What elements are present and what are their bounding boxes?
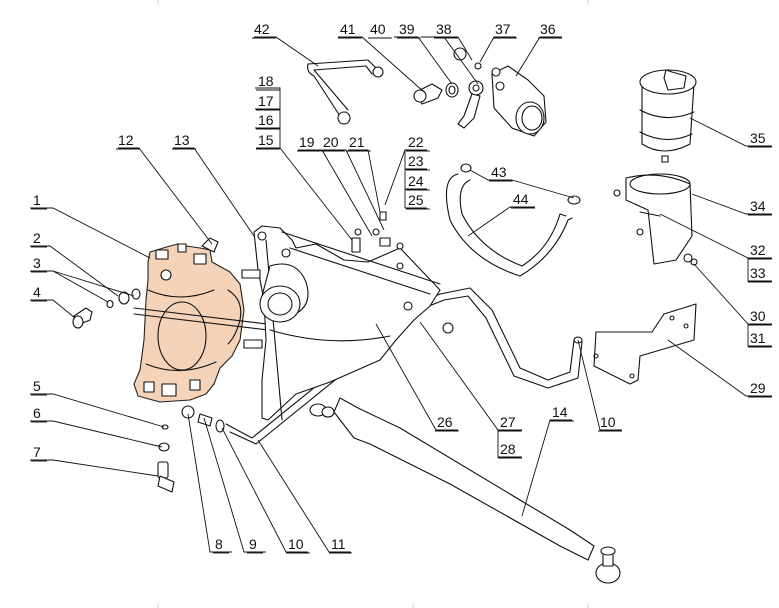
callout-31[interactable]: 31	[750, 330, 766, 346]
callout-40[interactable]: 40	[370, 21, 386, 37]
part-banjo[interactable]	[457, 80, 484, 129]
callout-8[interactable]: 8	[215, 536, 223, 552]
callout-37[interactable]: 37	[495, 21, 511, 37]
callout-5[interactable]: 5	[33, 378, 41, 394]
callout-39[interactable]: 39	[399, 21, 415, 37]
callout-35[interactable]: 35	[750, 130, 766, 146]
part-banjo-bolt[interactable]	[413, 83, 443, 105]
part-banjo-fitting[interactable]	[201, 237, 219, 253]
callout-34[interactable]: 34	[750, 198, 766, 214]
part-reservoir-clamp[interactable]	[613, 173, 693, 265]
part-steering-gear[interactable]	[133, 243, 245, 403]
part-tie-rod[interactable]	[333, 397, 621, 584]
callout-32[interactable]: 32	[750, 242, 766, 258]
gear-foot	[143, 381, 155, 393]
callout-25[interactable]: 25	[408, 192, 424, 208]
callout-11[interactable]: 11	[331, 536, 346, 552]
callout-44[interactable]: 44	[513, 191, 529, 207]
callout-24[interactable]: 24	[408, 173, 424, 189]
callout-20[interactable]: 20	[323, 134, 339, 150]
callout-43[interactable]: 43	[491, 164, 507, 180]
callout-10-right[interactable]: 10	[600, 414, 616, 430]
callout-12[interactable]: 12	[118, 132, 134, 148]
callout-1[interactable]: 1	[33, 192, 41, 208]
callout-2[interactable]: 2	[33, 230, 41, 246]
stud	[241, 269, 261, 279]
callout-14[interactable]: 14	[552, 404, 568, 420]
callout-19[interactable]: 19	[299, 134, 315, 150]
callout-33[interactable]: 33	[750, 265, 766, 281]
part-small-washer[interactable]	[161, 424, 169, 430]
callout-23[interactable]: 23	[408, 153, 424, 169]
callout-29[interactable]: 29	[750, 380, 766, 396]
callout-18[interactable]: 18	[258, 73, 274, 89]
callout-21[interactable]: 21	[349, 134, 365, 150]
callout-16[interactable]: 16	[258, 112, 274, 128]
gear-valve-block	[193, 253, 207, 265]
part-o-ring[interactable]	[474, 62, 482, 70]
part-oil-reservoir[interactable]	[639, 69, 697, 163]
callout-41[interactable]: 41	[340, 21, 356, 37]
callout-30[interactable]: 30	[750, 308, 766, 324]
callout-38[interactable]: 38	[436, 21, 452, 37]
callout-27[interactable]: 27	[500, 414, 516, 430]
callout-28[interactable]: 28	[500, 441, 516, 457]
gear-valve-block	[155, 249, 169, 260]
part-power-steering-pump[interactable]	[491, 65, 547, 137]
part-pivot[interactable]	[309, 403, 335, 418]
stud	[243, 339, 263, 349]
part-fitting[interactable]	[453, 47, 467, 61]
callout-10[interactable]: 10	[288, 536, 304, 552]
part-hose-clamp[interactable]	[215, 419, 225, 433]
part-elbow-fitting[interactable]	[157, 461, 175, 493]
gear-port	[160, 269, 172, 281]
callout-22[interactable]: 22	[408, 134, 424, 150]
part-clamp-bolt[interactable]	[639, 211, 661, 217]
part-bolt[interactable]	[72, 307, 93, 329]
gear-plug	[177, 243, 187, 253]
part-hose-clamp-lower[interactable]	[567, 195, 581, 205]
gear-foot	[161, 383, 177, 397]
callout-3[interactable]: 3	[33, 255, 41, 271]
callout-labels: 1 2 3 4 5 6 7 8 9 10 11 12 13 14 15 16 1…	[31, 21, 772, 554]
part-mounting-bracket[interactable]	[241, 225, 454, 421]
callout-4[interactable]: 4	[33, 284, 41, 300]
leader-lines	[30, 36, 772, 553]
part-union-nut[interactable]	[181, 405, 195, 419]
callout-36[interactable]: 36	[540, 21, 556, 37]
callout-9[interactable]: 9	[249, 536, 257, 552]
part-fitting-washers[interactable]	[106, 288, 141, 309]
part-bracket-hardware[interactable]	[351, 211, 413, 311]
callout-13[interactable]: 13	[174, 132, 190, 148]
part-hose-clamp-upper[interactable]	[460, 163, 472, 173]
gear-foot	[189, 379, 201, 391]
clip	[379, 211, 387, 221]
callout-7[interactable]: 7	[33, 444, 41, 460]
callout-6[interactable]: 6	[33, 405, 41, 421]
part-nut-washer[interactable]	[683, 253, 698, 266]
part-pressure-line[interactable]	[307, 59, 384, 125]
callout-15[interactable]: 15	[258, 132, 274, 148]
part-suction-hose[interactable]	[445, 173, 573, 277]
callout-26[interactable]: 26	[437, 414, 453, 430]
callout-42[interactable]: 42	[254, 21, 270, 37]
part-nut[interactable]	[158, 442, 170, 452]
part-sealing-washer[interactable]	[445, 82, 459, 98]
part-support-plate[interactable]	[593, 303, 697, 385]
callout-17[interactable]: 17	[258, 93, 274, 109]
